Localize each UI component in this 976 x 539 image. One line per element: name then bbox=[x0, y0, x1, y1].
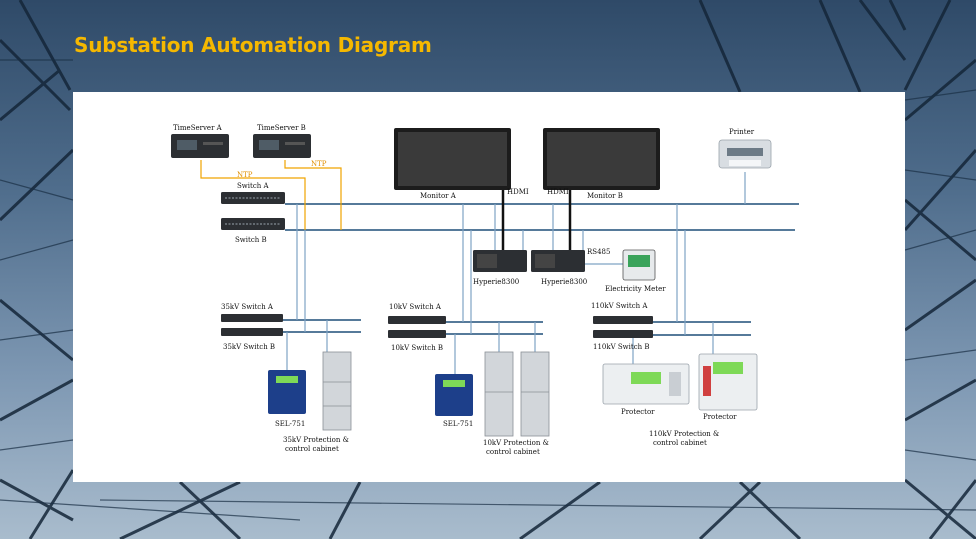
switch-a-device bbox=[221, 192, 285, 204]
ntp-label-a: NTP bbox=[237, 171, 253, 179]
cabinet-35kv bbox=[322, 351, 352, 431]
rs485-label: RS485 bbox=[587, 248, 610, 256]
sw35-a-label: 35kV Switch A bbox=[221, 303, 274, 311]
hdmi-cables bbox=[501, 186, 572, 250]
ntp-line-a bbox=[200, 160, 306, 230]
cabinet-10kv-2 bbox=[520, 351, 550, 437]
time-server-b bbox=[253, 134, 311, 158]
sw10-a-label: 10kV Switch A bbox=[389, 303, 442, 311]
electricity-meter-label: Electricity Meter bbox=[605, 285, 666, 293]
switch-b-label: Switch B bbox=[235, 236, 267, 244]
time-server-a-label: TimeServer A bbox=[173, 124, 223, 132]
hyperie-a-device bbox=[473, 250, 527, 272]
sel-751-b-device bbox=[435, 374, 473, 416]
protector-b-label: Protector bbox=[703, 413, 737, 421]
cab10-label-2: control cabinet bbox=[486, 448, 540, 456]
hyperie-b-label: Hyperie8300 bbox=[541, 278, 587, 286]
sw110-a-label: 110kV Switch A bbox=[591, 302, 648, 310]
hyperie-b-device bbox=[531, 250, 585, 272]
printer-label: Printer bbox=[729, 128, 755, 136]
protector-b-device bbox=[698, 353, 758, 411]
sw10-b-label: 10kV Switch B bbox=[391, 344, 443, 352]
sel-b-label: SEL-751 bbox=[443, 420, 473, 428]
sw35-b-device bbox=[221, 328, 283, 336]
sw35-b-label: 35kV Switch B bbox=[223, 343, 275, 351]
sw35-a-device bbox=[221, 314, 283, 322]
ntp-label-b: NTP bbox=[311, 160, 327, 168]
protector-a-label: Protector bbox=[621, 408, 655, 416]
ntp-line-b bbox=[284, 160, 342, 230]
protector-a-device bbox=[602, 363, 690, 405]
cab35-label-2: control cabinet bbox=[285, 445, 339, 453]
monitor-a-label: Monitor A bbox=[420, 192, 457, 200]
cab35-label-1: 35kV Protection & bbox=[283, 436, 349, 444]
monitor-a-device bbox=[394, 128, 511, 190]
printer-device bbox=[718, 139, 772, 169]
switch-a-label: Switch A bbox=[237, 182, 269, 190]
switch-b-device bbox=[221, 218, 285, 230]
time-server-a bbox=[171, 134, 229, 158]
hdmi-label-a: HDMI bbox=[507, 188, 529, 196]
sel-a-label: SEL-751 bbox=[275, 420, 305, 428]
monitor-b-label: Monitor B bbox=[587, 192, 623, 200]
electricity-meter-device bbox=[622, 249, 656, 281]
sel-751-a-device bbox=[268, 370, 306, 414]
cab110-label-1: 110kV Protection & bbox=[649, 430, 719, 438]
substation-network-diagram: TimeServer A TimeServer B NTP NTP Switch… bbox=[171, 124, 799, 456]
monitor-b-device bbox=[543, 128, 660, 190]
sw110-b-device bbox=[593, 330, 653, 338]
sw110-a-device bbox=[593, 316, 653, 324]
hdmi-label-b: HDMI bbox=[547, 188, 569, 196]
ntp-lines bbox=[200, 160, 342, 230]
sw10-b-device bbox=[388, 330, 446, 338]
diagram-panel: TimeServer A TimeServer B NTP NTP Switch… bbox=[73, 92, 905, 482]
time-server-b-label: TimeServer B bbox=[257, 124, 306, 132]
cabinet-10kv-1 bbox=[484, 351, 514, 437]
cab10-label-1: 10kV Protection & bbox=[483, 439, 549, 447]
cab110-label-2: control cabinet bbox=[653, 439, 707, 447]
sw10-a-device bbox=[388, 316, 446, 324]
vertical-links bbox=[286, 172, 746, 374]
hyperie-a-label: Hyperie8300 bbox=[473, 278, 519, 286]
sw110-b-label: 110kV Switch B bbox=[593, 343, 650, 351]
page-title: Substation Automation Diagram bbox=[74, 33, 432, 57]
